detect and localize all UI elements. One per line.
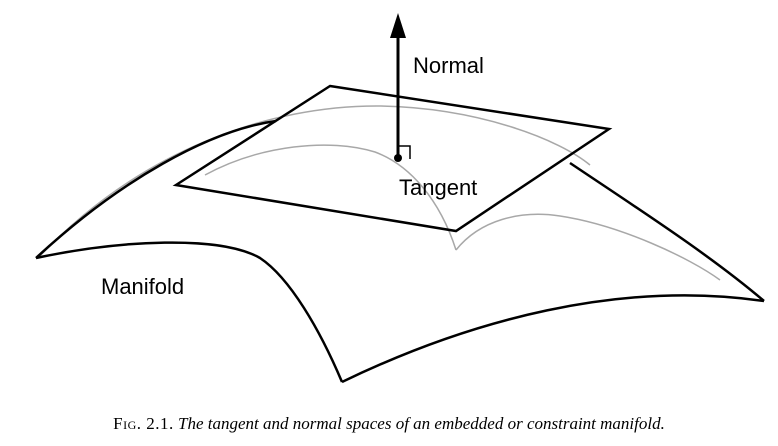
figure-number: Fig. 2.1. [113,414,174,433]
tangent-point [394,154,402,162]
normal-label: Normal [413,53,484,78]
figure-caption: Fig. 2.1. The tangent and normal spaces … [0,414,778,434]
manifold-diagram: Normal Tangent Manifold [35,13,765,384]
manifold-right-lower-edge [341,294,765,384]
manifold-upper-edge [35,119,277,259]
manifold-fold-curve-left [204,144,457,251]
right-angle-marker [398,145,411,159]
figure-caption-text: The tangent and normal spaces of an embe… [178,414,665,433]
manifold-fold-curve-right [455,213,721,281]
tangent-label: Tangent [399,175,477,200]
manifold-left-lower-edge [35,241,344,383]
manifold-right-upper-edge [569,161,765,302]
tangent-plane [172,84,613,233]
normal-vector-arrowhead [390,13,406,38]
manifold-label: Manifold [101,274,184,299]
manifold-ridge-curve [37,105,591,259]
